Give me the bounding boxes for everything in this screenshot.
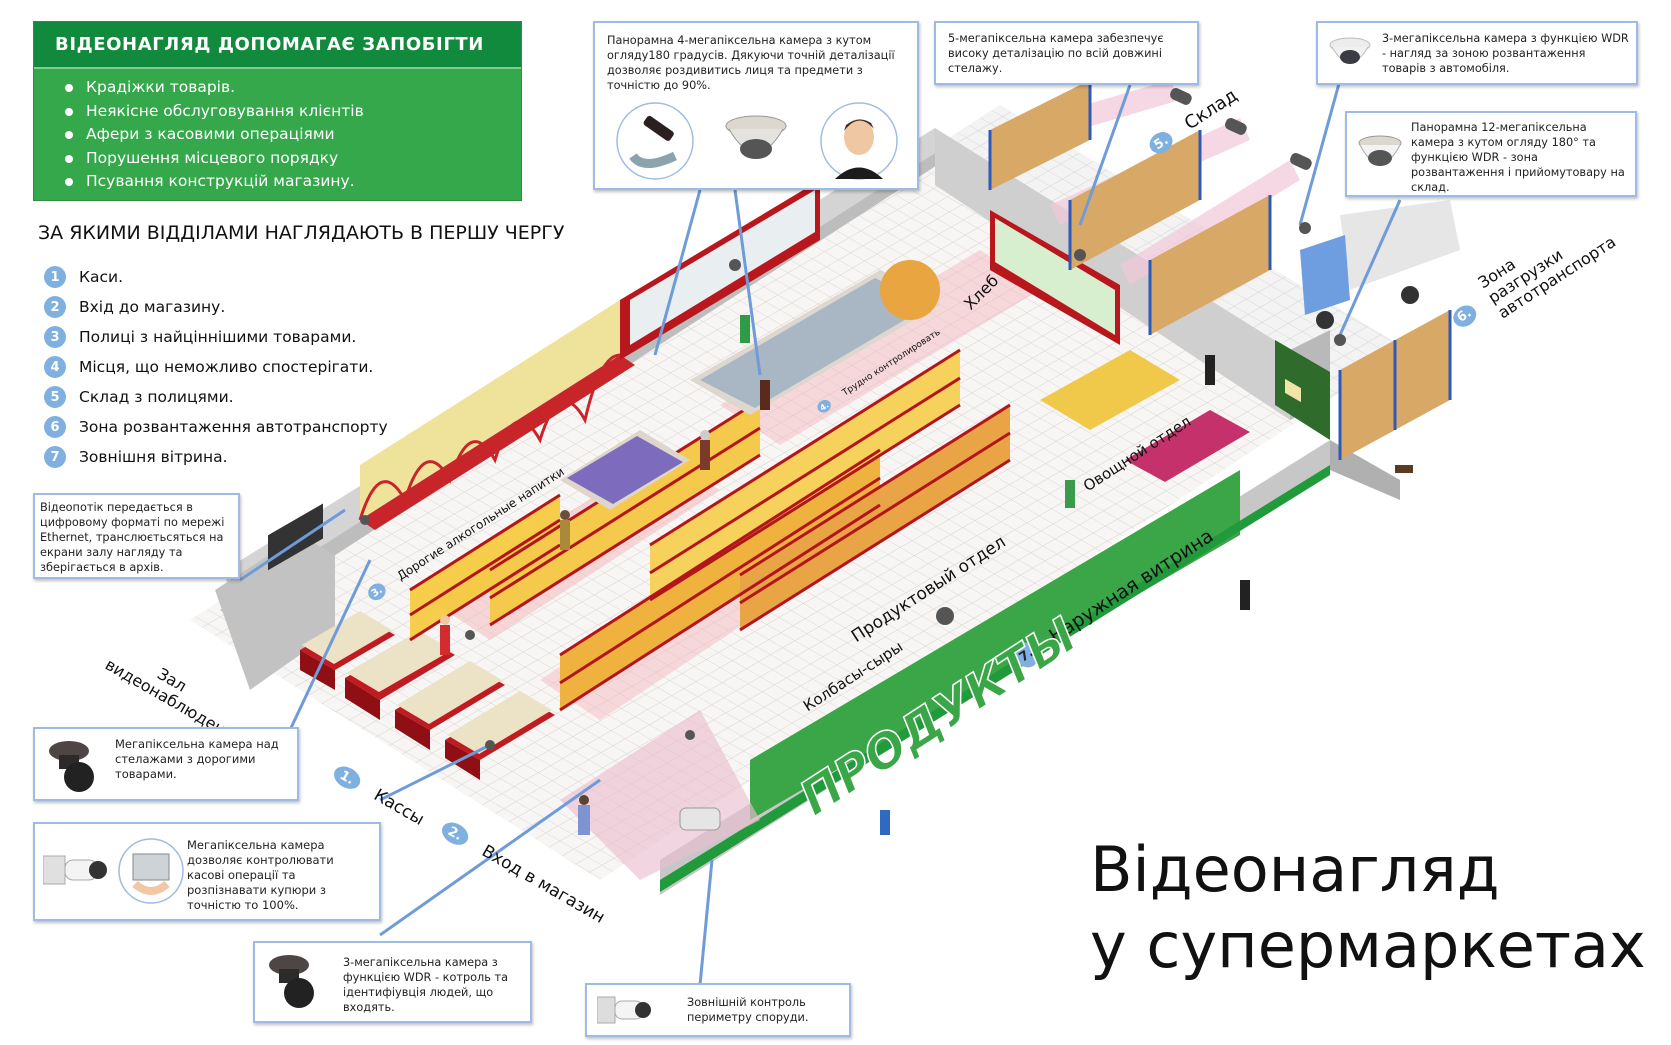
- bullet-icon: [65, 154, 73, 163]
- number-badge: 1: [44, 266, 66, 288]
- departments-title: ЗА ЯКИМИ ВІДДІЛАМИ НАГЛЯДАЮТЬ В ПЕРШУ ЧЕ…: [38, 222, 565, 244]
- prevention-item: Псування конструкцій магазину.: [60, 170, 521, 194]
- prevention-panel: ВІДЕОНАГЛЯД ДОПОМАГАЄ ЗАПОБІГТИ Крадіжки…: [33, 21, 522, 201]
- bullet-camera-icon: [597, 996, 651, 1024]
- cash-camera-icons: [43, 838, 184, 904]
- prevention-item: Порушення місцевого порядку: [60, 147, 521, 171]
- bullet-icon: [65, 84, 73, 92]
- ptz-camera-icon: [269, 955, 314, 1008]
- bread-stand: [880, 260, 940, 320]
- bullet-camera-icon: [43, 855, 66, 885]
- callout-connectors: [239, 79, 1402, 986]
- camera-markers: [360, 87, 1346, 750]
- panoramic-dome-camera-icon: [1358, 135, 1402, 166]
- callout-video-stream: Відеопотік передається в цифровому форма…: [33, 493, 240, 579]
- number-badge: 2: [44, 296, 66, 318]
- prevention-list: Крадіжки товарів. Неякісне обслуговуванн…: [34, 69, 521, 194]
- callout-4mp-icons: [616, 102, 898, 180]
- callout-panoramic-4mp: Панорамна 4-мегапіксельна камера з кутом…: [593, 21, 919, 190]
- ptz-camera-icon: [49, 741, 94, 792]
- callout-3mp-wdr-unload: 3-мегапіксельна камера з функцією WDR - …: [1316, 21, 1638, 85]
- callout-panoramic-12mp: Панорамна 12-мегапіксельна камера з куто…: [1345, 111, 1637, 197]
- prevention-title: ВІДЕОНАГЛЯД ДОПОМАГАЄ ЗАПОБІГТИ: [34, 22, 521, 69]
- bullet-icon: [65, 178, 73, 186]
- number-badge: 3: [44, 326, 66, 348]
- refrigerators: [620, 180, 1120, 360]
- warehouse-wall: [935, 128, 1290, 420]
- storefront-sign-band: [750, 470, 1240, 820]
- bullet-icon: [65, 131, 73, 139]
- prevention-item: Крадіжки товарів.: [60, 76, 521, 100]
- prevention-item: Неякісне обслуговування клієнтів: [60, 100, 521, 124]
- callout-megapixel-cash: Мегапіксельна камера дозволяє контролюва…: [33, 822, 381, 921]
- callout-megapixel-shelves: Мегапіксельна камера над стелажами з дор…: [33, 727, 299, 801]
- people: [440, 315, 1413, 835]
- alcohol-shelves: [358, 300, 635, 530]
- warehouse-racks: [988, 80, 1452, 460]
- main-title-line2: у супермаркетах: [1090, 909, 1646, 982]
- callout-3mp-entrance: 3-мегапіксельна камера з функцією WDR - …: [253, 941, 532, 1023]
- callout-perimeter: Зовнішній контроль периметру споруди.: [585, 983, 851, 1037]
- vegetable-stands: [1040, 350, 1180, 430]
- number-badge: 5: [44, 386, 66, 408]
- warehouse-door: [1275, 340, 1330, 440]
- callout-5mp: 5-мегапіксельна камера забезпечує високу…: [934, 21, 1199, 85]
- bullet-icon: [65, 107, 73, 116]
- main-title: Відеонагляд у супермаркетах: [1090, 832, 1646, 984]
- main-title-line1: Відеонагляд: [1090, 833, 1500, 906]
- bottle-theft-icon: [616, 102, 694, 180]
- product-shelves: [409, 348, 1011, 712]
- number-badge: 4: [44, 356, 66, 378]
- prevention-item: Афери з касовими операціями: [60, 123, 521, 147]
- dome-camera-icon: [1329, 37, 1371, 64]
- number-badge: 7: [44, 446, 66, 468]
- number-badge: 6: [44, 416, 66, 438]
- perimeter-camera: [679, 807, 721, 831]
